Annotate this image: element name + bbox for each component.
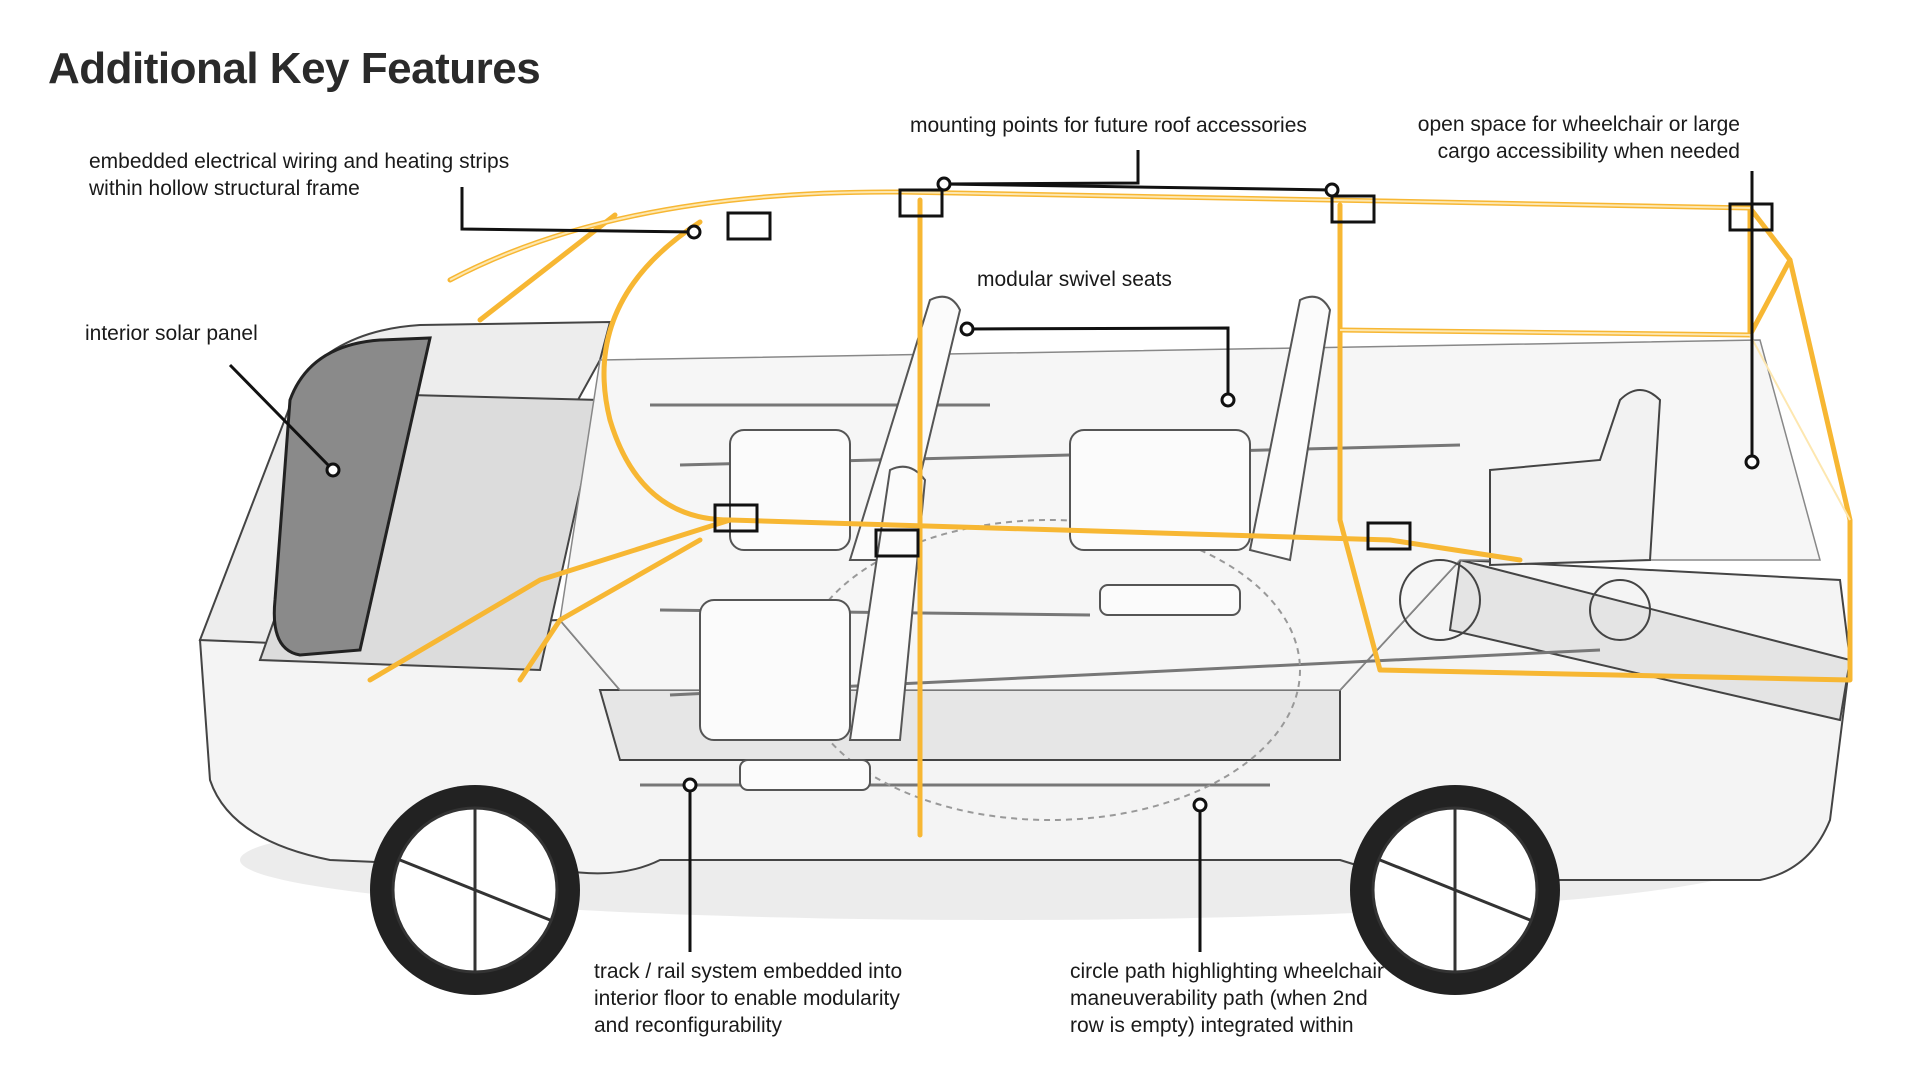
wheels (370, 785, 1560, 995)
leader-lines (228, 150, 1754, 952)
leader-dots (325, 176, 1760, 813)
label-solar-panel: interior solar panel (85, 322, 258, 345)
label-circle-path: circle path highlighting wheelchair mane… (1070, 960, 1385, 1037)
label-wiring: embedded electrical wiring and heating s… (89, 150, 510, 200)
solar-panel (272, 336, 432, 657)
label-rail-system: track / rail system embedded into interi… (594, 960, 903, 1037)
circle-path (799, 519, 1301, 821)
page-title: Additional Key Features (48, 44, 541, 93)
label-swivel-seats: modular swivel seats (977, 268, 1172, 291)
frame-highlight (449, 190, 1851, 521)
label-wheelchair-space: open space for wheelchair or large cargo… (1417, 113, 1740, 163)
wheelchair (1399, 389, 1662, 641)
label-roof-mounts: mounting points for future roof accessor… (910, 114, 1307, 137)
